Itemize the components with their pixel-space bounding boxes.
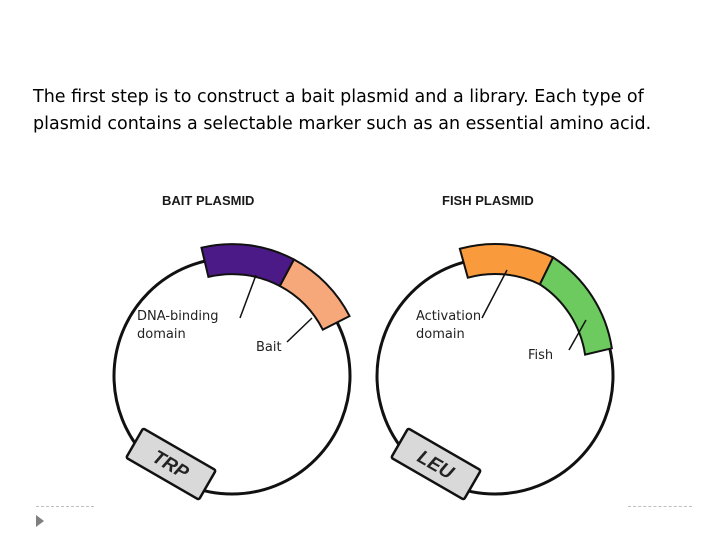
trp-marker: TRP [125,427,217,501]
fish-plasmid: FISH PLASMID Activation domain Fish LEU [375,193,615,501]
intro-text: The first step is to construct a bait pl… [33,87,652,134]
activation-label-line1: Activation [416,309,481,324]
leu-marker: LEU [390,427,482,501]
fish-segment [538,255,613,356]
footer-divider-left [36,506,94,507]
activation-domain-segment [458,243,555,286]
bait-plasmid: BAIT PLASMID DNA-binding domain Bait TRP [112,193,352,501]
trp-marker-box [125,427,217,501]
dna-binding-pointer [239,274,257,319]
leu-marker-box [390,427,482,501]
fish-label: Fish [528,348,553,363]
dna-binding-domain-segment [200,243,296,288]
bait-segment [278,258,351,332]
dna-binding-label-line1: DNA-binding [137,309,219,324]
activation-label-line2: domain [416,327,465,342]
bullet-arrow-icon [36,515,44,527]
dna-binding-label-line2: domain [137,327,186,342]
activation-pointer [481,269,508,319]
bait-plasmid-title: BAIT PLASMID [162,193,254,208]
fish-pointer [568,319,587,351]
bait-label: Bait [256,340,282,355]
footer-divider-right [628,506,692,507]
bait-pointer [286,317,313,343]
fish-plasmid-title: FISH PLASMID [442,193,534,208]
